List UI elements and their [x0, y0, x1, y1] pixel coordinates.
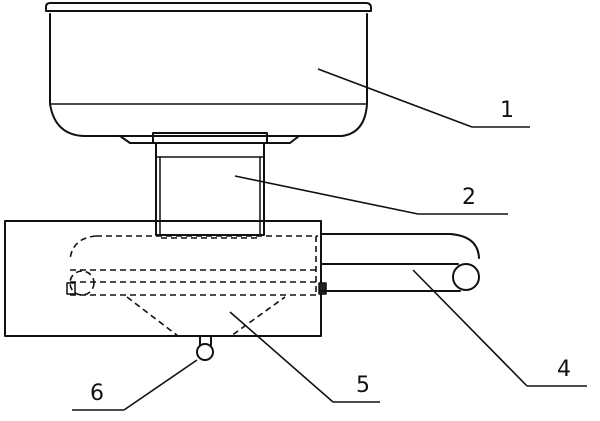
hopper-body — [49, 13, 368, 137]
callout-2: 2 — [462, 185, 476, 210]
housing-outline — [4, 220, 322, 337]
belt-ext-top — [320, 233, 480, 259]
end-roller — [452, 263, 480, 291]
callout-1: 1 — [500, 98, 514, 123]
left-roller-hidden — [69, 270, 95, 296]
leader-1 — [317, 68, 473, 128]
callouts: 1 2 4 5 6 — [90, 98, 571, 406]
right-bracket — [318, 282, 327, 295]
callout-5: 5 — [356, 373, 370, 398]
callout-4: 4 — [557, 357, 571, 382]
funnel-hidden — [126, 296, 286, 337]
part-5-funnel — [126, 296, 286, 337]
leader-5 — [229, 311, 334, 403]
leader-2 — [234, 175, 419, 215]
hopper-bottom-flange — [119, 135, 300, 144]
leader-6 — [123, 359, 198, 411]
outlet-ring — [196, 343, 214, 361]
hopper-rim — [45, 2, 372, 12]
connector-body — [155, 142, 265, 236]
leader-lines — [72, 68, 587, 411]
connector-collar — [152, 132, 268, 144]
part-1-hopper — [45, 2, 372, 144]
part-6-outlet — [196, 335, 214, 361]
belt-left-curve-hidden — [69, 235, 97, 261]
part-3-belt — [66, 235, 327, 296]
callout-6: 6 — [90, 381, 104, 406]
left-bracket — [66, 282, 76, 295]
housing — [4, 220, 322, 337]
leader-4 — [412, 269, 528, 387]
part-2-connector — [152, 132, 268, 236]
part-4-belt-extension — [320, 233, 480, 292]
